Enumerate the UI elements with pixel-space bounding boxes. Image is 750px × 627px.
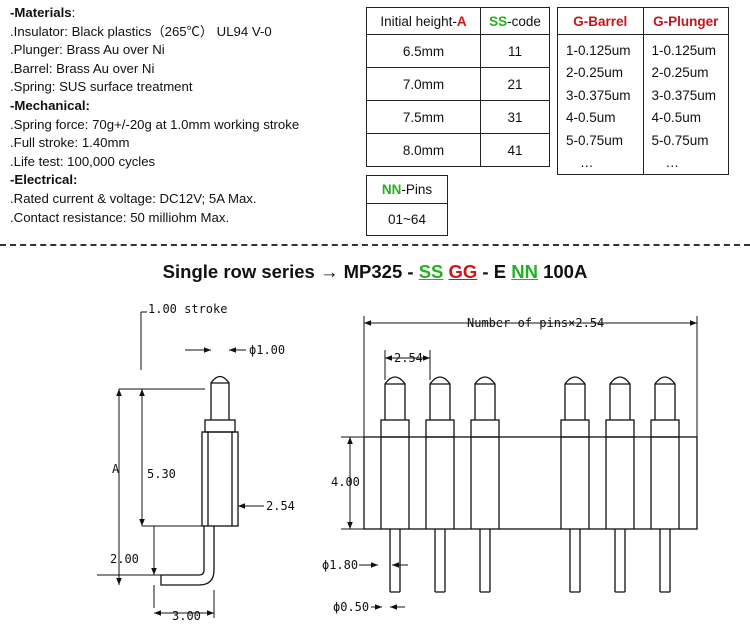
front-insulator (363, 436, 698, 530)
top-diameter-label: ϕ1.00 (249, 343, 285, 357)
spec-spring: .Spring: SUS surface treatment (10, 79, 193, 95)
stroke-label: 1.00 stroke (148, 302, 227, 316)
height-header: Initial height-A (365, 7, 482, 35)
width-254-label: 2.54 (266, 499, 295, 513)
side-view (160, 375, 239, 586)
number-of-pins-label: Number of pins×2.54 (467, 316, 604, 330)
spec-life-test: .Life test: 100,000 cycles (10, 153, 156, 169)
side-dimensions (97, 311, 264, 618)
pins-value: 01~64 (366, 203, 448, 236)
pins-header: NN-Pins (366, 175, 448, 204)
code-header: SS-code (480, 7, 550, 35)
spec-contact: .Contact resistance: 50 milliohm Max. (10, 209, 230, 225)
side-insulator (201, 431, 239, 527)
part-number-title: Single row series → MP325 - SS GG - E NN… (162, 261, 588, 282)
spec-plunger: .Plunger: Brass Au over Ni (10, 42, 165, 58)
electrical-heading: -Electrical: (10, 172, 78, 188)
side-tail (160, 526, 215, 586)
front-dimensions (341, 316, 698, 610)
pin (650, 376, 680, 593)
materials-heading: -Materials (10, 5, 72, 20)
mechanical-heading: -Mechanical: (10, 97, 90, 113)
pins-table: NN-Pins 01~64 (366, 175, 448, 236)
spec-spring-force: .Spring force: 70g+/-20g at 1.0mm workin… (10, 116, 300, 132)
pin (605, 376, 635, 593)
pin (380, 376, 410, 593)
pin (560, 376, 590, 593)
spec-barrel: .Barrel: Brass Au over Ni (10, 60, 155, 76)
pin (470, 376, 500, 593)
pitch-label: 2.54 (394, 351, 423, 365)
height-530-label: 5.30 (147, 467, 176, 481)
dia-180-label: ϕ1.80 (322, 558, 358, 572)
spec-insulator: .Insulator: Black plastics（265℃） UL94 V-… (10, 23, 272, 39)
front-view (363, 376, 698, 593)
spec-full-stroke: .Full stroke: 1.40mm (10, 135, 130, 151)
spec-rated: .Rated current & voltage: DC12V; 5A Max. (10, 190, 257, 206)
dia-050-label: ϕ0.50 (333, 600, 369, 614)
height-200-label: 2.00 (110, 552, 139, 566)
height-400-label: 4.00 (331, 475, 360, 489)
side-barrel-top (204, 419, 236, 433)
specifications: -Materials: .Insulator: Black plastics（2… (10, 4, 299, 227)
materials-colon: : (71, 5, 76, 20)
height-a-label: A (112, 462, 120, 476)
pin (425, 376, 455, 593)
plunger-header: G-Plunger (642, 7, 729, 35)
divider (0, 244, 750, 246)
width-300-label: 3.00 (172, 609, 201, 623)
